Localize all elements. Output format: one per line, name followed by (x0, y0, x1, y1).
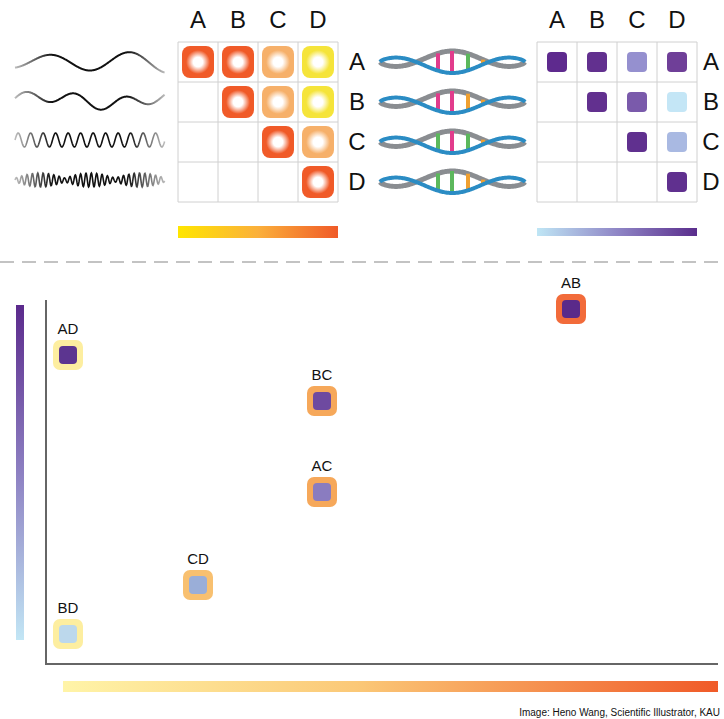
color-scale (178, 226, 338, 238)
column-header: D (309, 8, 326, 32)
similarity-cell (667, 92, 687, 112)
dna-base (450, 91, 454, 113)
similarity-cell (587, 52, 607, 72)
plot-axes (46, 300, 718, 664)
point-core (313, 392, 331, 410)
similarity-cell (667, 52, 687, 72)
dna-strand (380, 138, 525, 153)
dna-base (436, 93, 440, 110)
similarity-cell (627, 52, 647, 72)
correlation-cell (182, 46, 214, 78)
image-credit: Image: Heno Wang, Scientific Illustrator… (519, 708, 720, 718)
data-point: BD (53, 600, 83, 650)
row-header: A (349, 50, 365, 74)
signal-wave (15, 133, 165, 147)
correlation-cell (302, 46, 334, 78)
column-header: A (190, 8, 206, 32)
data-point: AB (556, 275, 586, 325)
color-scale (537, 228, 697, 236)
point-core (59, 625, 77, 643)
pair-label: BC (312, 367, 333, 384)
grid-line (697, 42, 698, 202)
vertical-scale (16, 305, 24, 640)
dashed-separator (0, 261, 724, 263)
dna-strand (380, 58, 525, 73)
pair-label: AC (312, 458, 333, 475)
grid-line (537, 122, 697, 123)
grid-line (338, 42, 339, 202)
point-core (189, 576, 207, 594)
dna-strand (380, 178, 525, 193)
grid-line (537, 162, 697, 163)
similarity-cell (627, 132, 647, 152)
grid-line (537, 202, 697, 203)
pair-label: AD (58, 321, 79, 338)
dna-base (436, 173, 440, 190)
correlation-cell (302, 126, 334, 158)
pair-label: CD (187, 551, 209, 568)
point-frame (53, 340, 83, 370)
point-frame (183, 570, 213, 600)
row-header: B (703, 90, 719, 114)
data-point: AD (53, 321, 83, 371)
column-header: C (628, 8, 645, 32)
dna-base (436, 53, 440, 70)
column-header: C (269, 8, 286, 32)
data-point: AC (307, 458, 337, 508)
similarity-cell (587, 92, 607, 112)
row-header: A (703, 50, 719, 74)
grid-line (178, 202, 338, 203)
signal-wave (15, 92, 165, 110)
column-header: B (230, 8, 246, 32)
correlation-cell (302, 86, 334, 118)
point-frame (307, 386, 337, 416)
similarity-cell (667, 132, 687, 152)
signal-wave (15, 173, 165, 187)
correlation-cell (262, 46, 294, 78)
data-point: CD (183, 551, 213, 601)
row-header: B (349, 90, 365, 114)
similarity-cell (547, 52, 567, 72)
dna-base (450, 131, 454, 153)
horizontal-scale (63, 681, 718, 692)
correlation-cell (222, 86, 254, 118)
pair-label: BD (58, 600, 79, 617)
dna-strand (380, 98, 525, 113)
correlation-cell (262, 126, 294, 158)
dna-base (450, 171, 454, 193)
grid-line (178, 122, 338, 123)
signal-wave (15, 52, 165, 72)
correlation-cell (262, 86, 294, 118)
similarity-cell (627, 92, 647, 112)
grid-line (178, 162, 338, 163)
row-header: D (702, 170, 719, 194)
point-core (313, 483, 331, 501)
similarity-cell (667, 172, 687, 192)
point-frame (556, 294, 586, 324)
point-core (562, 300, 580, 318)
dna-base (450, 51, 454, 73)
point-core (59, 346, 77, 364)
pair-label: AB (561, 275, 581, 292)
grid-line (298, 42, 299, 202)
row-header: C (348, 130, 365, 154)
row-header: C (702, 130, 719, 154)
row-header: D (348, 170, 365, 194)
column-header: B (589, 8, 605, 32)
point-frame (307, 477, 337, 507)
column-header: D (668, 8, 685, 32)
grid-line (657, 42, 658, 202)
column-header: A (549, 8, 565, 32)
dna-base (436, 133, 440, 150)
point-frame (53, 619, 83, 649)
data-point: BC (307, 367, 337, 417)
correlation-cell (302, 166, 334, 198)
correlation-cell (222, 46, 254, 78)
